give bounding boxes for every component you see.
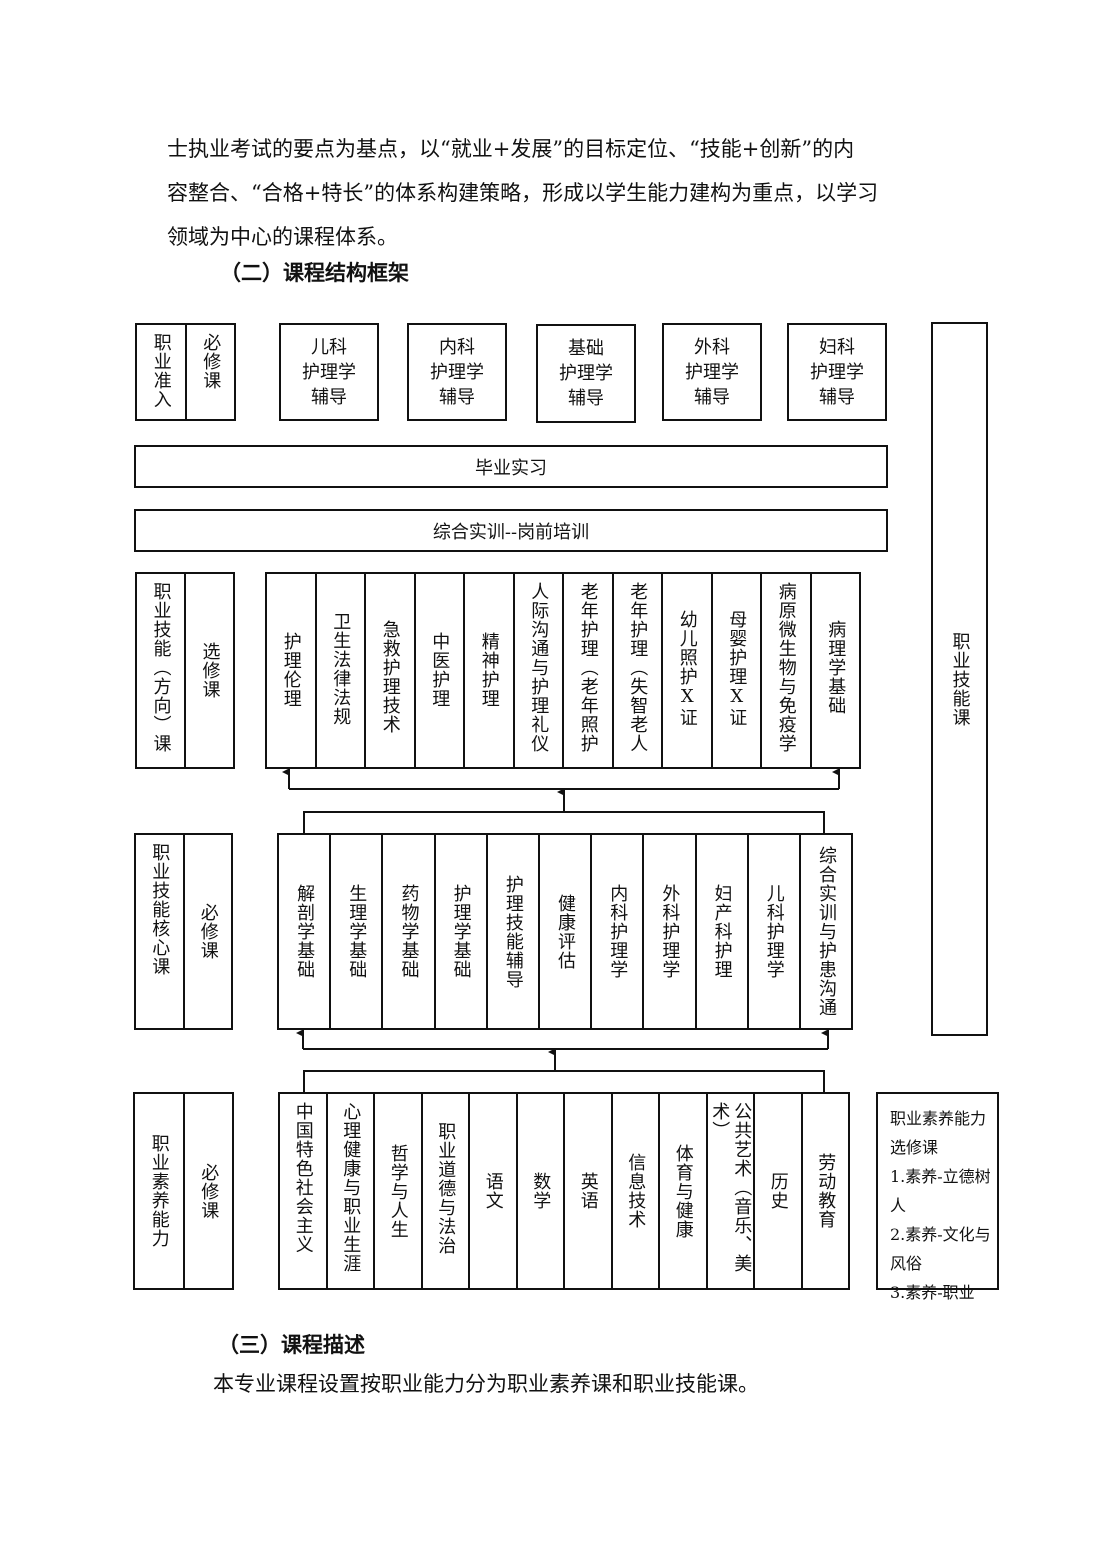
literacy-course: 历史 [755, 1094, 803, 1288]
core-course: 外科护理学 [644, 835, 697, 1028]
elective-line: 2.素养-文化与风俗 [890, 1225, 991, 1273]
core-courses: 解剖学基础 生理学基础 药物学基础 护理学基础 护理技能辅导 健康评估 内科护理… [277, 833, 853, 1030]
core-course: 解剖学基础 [279, 835, 332, 1028]
direction-course: 精神护理 [465, 574, 515, 767]
literacy-course: 劳动教育 [815, 1153, 837, 1229]
core-course: 护理技能辅导 [488, 835, 540, 1028]
direction-course: 母婴护理X证 [713, 574, 762, 767]
literacy-label-right: 必修课 [198, 1162, 220, 1220]
intro-line-2: 容整合、“合格+特长”的体系构建策略，形成以学生能力建构为重点，以学习 [167, 181, 879, 205]
direction-course: 老年护理（失智老人 [614, 574, 663, 767]
direction-course: 人际沟通与护理礼仪 [515, 574, 564, 767]
direction-courses: 护理伦理 卫生法律法规 急救护理技术 中医护理 精神护理 人际沟通与护理礼仪 老… [265, 572, 861, 769]
entry-label: 职业准入 必修课 [135, 323, 236, 421]
literacy-elective-box: 职业素养能力选修课 1.素养-立德树人 2.素养-文化与风俗 3.素养-职业 [876, 1092, 999, 1302]
literacy-course: 心理健康与职业生涯 [328, 1094, 375, 1288]
connector-core-direction [303, 811, 825, 833]
section-heading-description: （三）课程描述 [218, 1332, 365, 1357]
elective-line: 1.素养-立德树人 [890, 1167, 991, 1215]
literacy-course: 英语 [565, 1094, 613, 1288]
training-bar: 综合实训--岗前培训 [134, 509, 888, 552]
direction-course: 中医护理 [416, 574, 465, 767]
elective-line: 职业素养能力选修课 [890, 1109, 987, 1157]
direction-label-right: 选修课 [199, 642, 221, 699]
direction-course: 急救护理技术 [366, 574, 416, 767]
elective-line: 3.素养-职业 [890, 1283, 975, 1302]
direction-label: 职业技能（方向）课 选修课 [135, 572, 235, 769]
direction-label-left: 职业技能（方向）课 [150, 582, 172, 753]
literacy-courses: 中国特色社会主义 心理健康与职业生涯 哲学与人生 职业道德与法治 语文 数学 英… [278, 1092, 850, 1290]
core-course: 健康评估 [540, 835, 593, 1028]
connector-literacy-core [303, 1070, 825, 1092]
entry-course-1: 儿科 护理学 辅导 [279, 323, 379, 421]
literacy-course: 体育与健康 [660, 1094, 708, 1288]
literacy-course: 哲学与人生 [375, 1094, 423, 1288]
intro-line-3: 领域为中心的课程体系。 [167, 225, 398, 249]
direction-course: 病理学基础 [825, 620, 847, 715]
literacy-course: 语文 [470, 1094, 518, 1288]
internship-bar: 毕业实习 [134, 445, 888, 488]
core-label-right: 必修课 [197, 903, 219, 960]
description-paragraph: 本专业课程设置按职业能力分为职业素养课和职业技能课。 [213, 1362, 1013, 1406]
entry-course-5: 妇科 护理学 辅导 [787, 323, 887, 421]
entry-label-right: 必修课 [200, 333, 222, 390]
core-course: 综合实训与护患沟通 [815, 846, 837, 1017]
entry-course-3: 基础 护理学 辅导 [536, 324, 636, 423]
skills-course-label: 职业技能课 [949, 631, 971, 727]
section-heading-structure: （二）课程结构框架 [220, 260, 409, 285]
entry-course-4: 外科 护理学 辅导 [662, 323, 762, 421]
direction-course: 病原微生物与免疫学 [762, 574, 812, 767]
core-course: 儿科护理学 [749, 835, 801, 1028]
direction-course: 老年护理（老年照护 [564, 574, 614, 767]
core-course: 内科护理学 [592, 835, 645, 1028]
description-line: 本专业课程设置按职业能力分为职业素养课和职业技能课。 [213, 1372, 759, 1396]
literacy-label-left: 职业素养能力 [148, 1134, 170, 1248]
intro-line-1: 士执业考试的要点为基点，以“就业+发展”的目标定位、“技能+创新”的内 [167, 137, 855, 161]
intro-paragraph: 士执业考试的要点为基点，以“就业+发展”的目标定位、“技能+创新”的内 容整合、… [167, 127, 967, 259]
literacy-course: 中国特色社会主义 [280, 1094, 328, 1288]
core-course: 药物学基础 [383, 835, 436, 1028]
literacy-course: 公共艺术（音乐、美术） [708, 1094, 755, 1288]
entry-label-left: 职业准入 [150, 333, 172, 409]
literacy-course: 职业道德与法治 [423, 1094, 470, 1288]
direction-course: 护理伦理 [267, 574, 317, 767]
core-course: 生理学基础 [331, 835, 384, 1028]
core-course: 护理学基础 [436, 835, 488, 1028]
literacy-course: 信息技术 [613, 1094, 660, 1288]
literacy-label: 职业素养能力 必修课 [133, 1092, 234, 1290]
direction-course: 幼儿照护X证 [663, 574, 713, 767]
literacy-course: 数学 [518, 1094, 565, 1288]
skills-course-column: 职业技能课 [931, 322, 988, 1036]
entry-course-2: 内科 护理学 辅导 [407, 323, 507, 421]
core-label: 职业技能核心课 必修课 [134, 833, 233, 1030]
core-course: 妇产科护理 [697, 835, 749, 1028]
direction-course: 卫生法律法规 [317, 574, 366, 767]
core-label-left: 职业技能核心课 [149, 843, 171, 976]
